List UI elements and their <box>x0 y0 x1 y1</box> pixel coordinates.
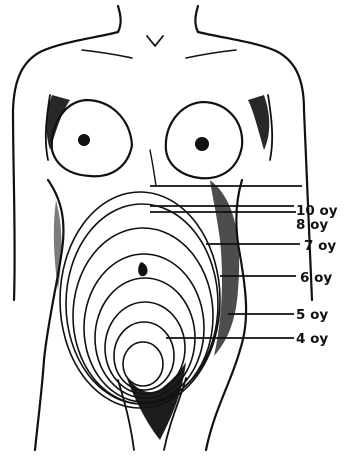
month-labels: 10 oy 8 oy 7 oy 6 oy 5 oy 4 oy <box>296 203 338 347</box>
navel <box>138 262 147 276</box>
label-6-months: 6 oy <box>300 270 332 286</box>
uterus-outlines <box>60 192 220 408</box>
label-5-months: 5 oy <box>296 307 328 323</box>
nipples <box>78 134 209 151</box>
label-4-months: 4 oy <box>296 331 328 347</box>
shading <box>46 95 269 440</box>
label-7-months: 7 oy <box>304 238 336 254</box>
label-8-months: 8 oy <box>296 217 328 233</box>
